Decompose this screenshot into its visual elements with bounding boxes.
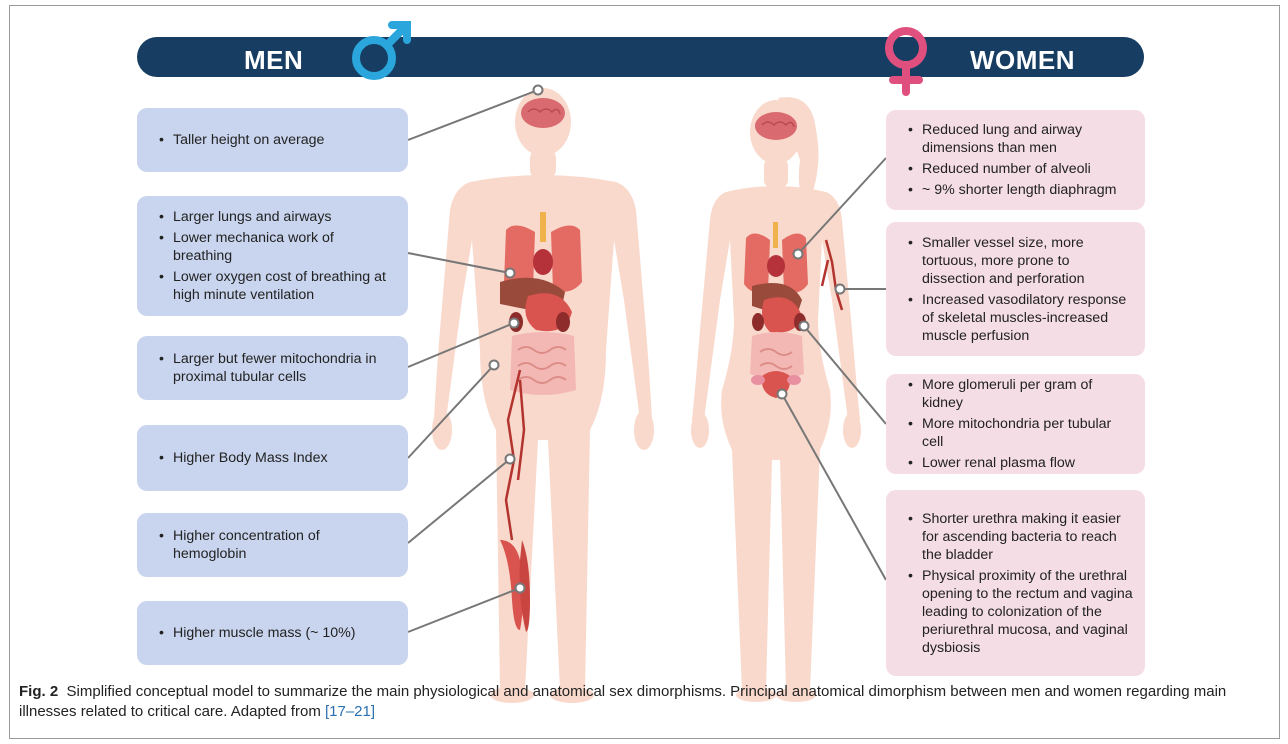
women-box-item: Reduced number of alveoli	[908, 160, 1133, 178]
women-box-kidney: More glomeruli per gram of kidney More m…	[886, 374, 1145, 474]
men-box-bmi: Higher Body Mass Index	[137, 425, 408, 491]
men-box-muscle: Higher muscle mass (~ 10%)	[137, 601, 408, 665]
men-box-lungs: Larger lungs and airways Lower mechanica…	[137, 196, 408, 316]
caption-text: Simplified conceptual model to summarize…	[19, 683, 1226, 720]
men-box-item: Taller height on average	[159, 131, 396, 149]
women-box-item: ~ 9% shorter length diaphragm	[908, 181, 1133, 199]
men-box-mitochondria: Larger but fewer mitochondria in proxima…	[137, 336, 408, 400]
men-box-hemoglobin: Higher concentration of hemoglobin	[137, 513, 408, 577]
women-box-item: More glomeruli per gram of kidney	[908, 376, 1133, 412]
women-box-vessels: Smaller vessel size, more tortuous, more…	[886, 222, 1145, 356]
women-box-item: Physical proximity of the urethral openi…	[908, 567, 1133, 657]
female-body	[691, 97, 861, 702]
men-box-item: Larger but fewer mitochondria in proxima…	[159, 350, 396, 386]
women-box-lungs: Reduced lung and airway dimensions than …	[886, 110, 1145, 210]
women-box-item: Lower renal plasma flow	[908, 454, 1133, 472]
male-symbol-icon	[356, 25, 407, 76]
women-box-item: Reduced lung and airway dimensions than …	[908, 121, 1133, 157]
figure-caption: Fig. 2 Simplified conceptual model to su…	[19, 682, 1269, 722]
women-box-item: Smaller vessel size, more tortuous, more…	[908, 234, 1133, 288]
men-box-item: Lower oxygen cost of breathing at high m…	[159, 268, 396, 304]
men-box-item: Larger lungs and airways	[159, 208, 396, 226]
men-box-item: Higher Body Mass Index	[159, 449, 396, 467]
female-symbol-icon	[889, 31, 923, 92]
men-box-item: Higher muscle mass (~ 10%)	[159, 624, 396, 642]
women-box-item: Shorter urethra making it easier for asc…	[908, 510, 1133, 564]
men-box-height: Taller height on average	[137, 108, 408, 172]
women-box-urethra: Shorter urethra making it easier for asc…	[886, 490, 1145, 676]
women-box-item: Increased vasodilatory response of skele…	[908, 291, 1133, 345]
men-box-item: Lower mechanica work of breathing	[159, 229, 396, 265]
women-box-item: More mitochondria per tubular cell	[908, 415, 1133, 451]
men-box-item: Higher concentration of hemoglobin	[159, 527, 396, 563]
caption-references[interactable]: [17–21]	[325, 703, 375, 720]
caption-label: Fig. 2	[19, 683, 58, 700]
